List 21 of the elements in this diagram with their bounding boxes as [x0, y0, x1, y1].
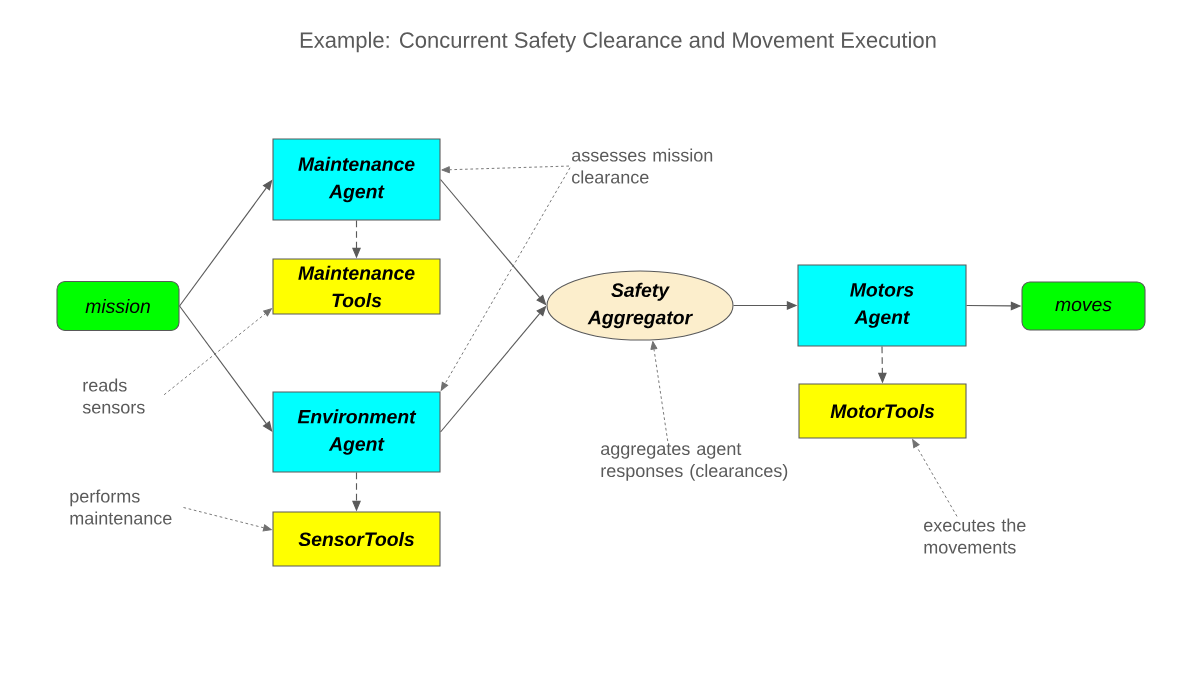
annotation-text: assesses mission clearance: [572, 148, 713, 184]
annotation-text: reads sensors: [82, 378, 145, 414]
terminal-box: moves: [1021, 281, 1146, 331]
leader-line: [441, 165, 570, 174]
leader-line: [163, 308, 272, 396]
leader-line: [912, 439, 958, 517]
agent-box: Motors Agent: [797, 264, 967, 347]
agent-box: Environment Agent: [272, 391, 441, 473]
agent-box: Maintenance Agent: [272, 138, 441, 221]
annotation-text: executes the movements: [924, 518, 1026, 554]
leader-line: [650, 341, 669, 442]
title: Example: Concurrent Safety Clearance and Movement Execution: [300, 31, 936, 53]
tools-box: Maintenance Tools: [272, 258, 441, 315]
annotation-text: performs maintenance: [70, 489, 172, 525]
tools-box: SensorTools: [272, 511, 441, 567]
arrow: [178, 305, 273, 432]
annotation-text: aggregates agent responses (clearances): [601, 443, 788, 481]
tools-box: MotorTools: [798, 383, 967, 439]
leader-line: [183, 507, 272, 532]
leader-line: [440, 167, 571, 391]
terminal-box: mission: [56, 280, 180, 332]
